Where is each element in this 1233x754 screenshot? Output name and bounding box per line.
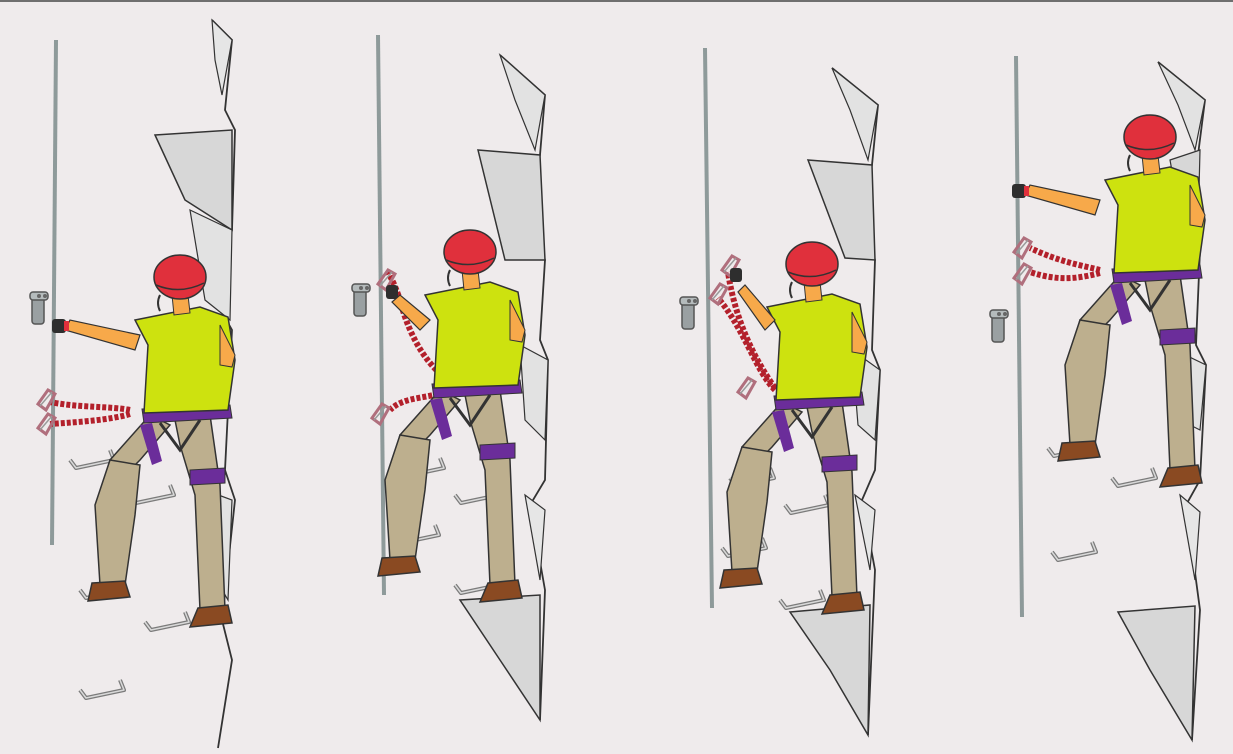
steel-cable [52, 40, 56, 545]
cable-anchor-icon [990, 310, 1008, 342]
panel-step-4 [990, 56, 1206, 740]
panel-step-3 [680, 48, 880, 735]
cable-anchor-icon [680, 297, 698, 329]
climber-icon [720, 242, 867, 614]
top-border [0, 0, 1233, 2]
cable-anchor-icon [30, 292, 48, 324]
panel-step-1 [30, 20, 235, 748]
steel-cable [705, 48, 712, 608]
steel-cable [378, 35, 384, 595]
steel-cable [1016, 56, 1022, 617]
panel-step-2 [352, 35, 548, 720]
climber-icon [1012, 115, 1205, 487]
climber-icon [52, 255, 235, 627]
lanyard [1014, 238, 1100, 284]
cable-anchor-icon [352, 284, 370, 316]
climber-icon [378, 230, 525, 602]
